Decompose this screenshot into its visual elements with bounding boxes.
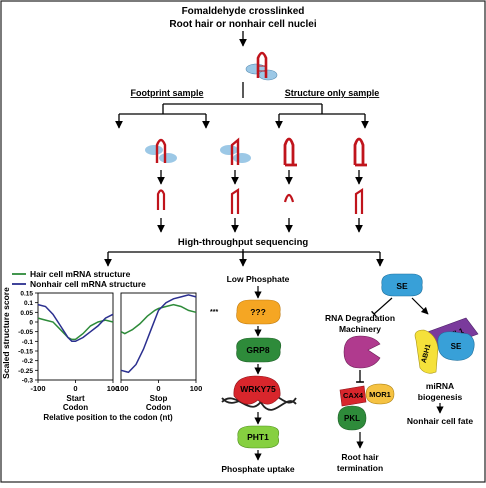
se-shape-complex — [437, 331, 475, 361]
se-label-top: SE — [396, 281, 408, 291]
structure-rna-icon-1 — [283, 137, 297, 167]
series-line — [37, 303, 114, 343]
cell-fate-label: Nonhair cell fate — [407, 416, 473, 426]
unknown-factor-shape — [236, 299, 281, 325]
y-tick-label: -0.05 — [18, 329, 33, 336]
abh1-shape — [414, 329, 439, 374]
y-tick-label: 0.15 — [20, 291, 33, 298]
y-tick-label: 0.1 — [24, 300, 33, 307]
se-shape-top — [381, 273, 423, 297]
grp8-shape — [236, 337, 282, 363]
phosphate-uptake-label: Phosphate uptake — [221, 464, 294, 474]
series-line — [120, 294, 197, 374]
pht1-label: PHT1 — [247, 432, 269, 442]
series-line — [120, 303, 197, 335]
y-tick-label: 0.05 — [20, 310, 33, 317]
low-phosphate-label: Low Phosphate — [227, 274, 290, 284]
unknown-factor-label: ??? — [250, 307, 266, 317]
hts-fanout — [104, 249, 384, 267]
rna-fragments — [156, 187, 364, 214]
abh1-label: ABH1 — [421, 343, 433, 363]
x-tick-label: -100 — [113, 384, 128, 393]
pkl-label: PKL — [344, 414, 360, 423]
grp8-label: GRP8 — [246, 345, 269, 355]
chart-xlabel: Relative position to the codon (nt) — [43, 413, 173, 422]
mirna-line1: miRNA — [426, 381, 454, 391]
column-arrows-1 — [157, 170, 363, 185]
wrky75-label: WRKY75 — [240, 384, 276, 394]
structure-score-chart: Hair cell mRNA structure Nonhair cell mR… — [1, 269, 218, 422]
cax4-label: CAX4 — [343, 391, 364, 400]
x-tick-label: -100 — [30, 384, 45, 393]
chart-series — [37, 294, 197, 374]
branch-tree — [115, 103, 369, 129]
y-tick-label: -0.2 — [22, 358, 34, 365]
se-inhibit-arrow — [371, 297, 393, 318]
se-label-complex: SE — [451, 342, 462, 351]
y-tick-label: -0.25 — [18, 368, 33, 375]
legend-label-nonhair: Nonhair cell mRNA structure — [30, 279, 146, 289]
y-tick-label: 0 — [29, 320, 33, 327]
pkl-shape — [337, 405, 367, 431]
header-line2: Root hair or nonhair cell nuclei — [169, 19, 316, 30]
x-tick-label: 100 — [190, 384, 203, 393]
x-tick-label: 100 — [107, 384, 120, 393]
degradation-machinery-shape — [343, 335, 381, 369]
degradation-line1: RNA Degradation — [325, 313, 395, 323]
panel-label-line2: Codon — [63, 403, 88, 412]
panel-frame — [37, 292, 114, 381]
wrky75-shape — [233, 375, 281, 405]
panel-label-line1: Start — [66, 394, 85, 403]
cax4-shape — [339, 385, 367, 407]
degradation-line2: Machinery — [339, 324, 381, 334]
branch-footprint-label: Footprint sample — [130, 88, 203, 98]
pht1-shape — [237, 425, 280, 449]
column-arrows-2 — [157, 218, 363, 233]
series-line — [37, 317, 114, 341]
x-tick-label: 0 — [156, 384, 160, 393]
panel-frame — [120, 292, 197, 381]
root-hair-line1: Root hair — [341, 452, 379, 462]
structure-rna-icon-2 — [353, 137, 367, 167]
x-tick-label: 0 — [73, 384, 77, 393]
mor1-shape — [365, 383, 395, 405]
mor1-label: MOR1 — [369, 390, 391, 399]
significance-marker: *** — [210, 309, 218, 316]
branch-structure-label: Structure only sample — [285, 88, 380, 98]
dna-strand-2 — [221, 396, 297, 411]
mirna-line2: biogenesis — [418, 392, 463, 402]
legend-label-hair: Hair cell mRNA structure — [30, 269, 131, 279]
footprint-rna-icon-2 — [220, 137, 251, 165]
y-tick-label: -0.15 — [18, 349, 33, 356]
y-tick-label: -0.1 — [22, 339, 34, 346]
se-promote-arrow — [411, 297, 429, 315]
panel-label-line1: Stop — [150, 394, 168, 403]
y-tick-label: -0.3 — [22, 378, 34, 385]
footprint-rna-icon-1 — [145, 138, 177, 163]
phosphate-pathway: Low Phosphate ??? GRP8 WRKY75 PHT1 Phosp… — [221, 274, 297, 474]
y-axis: 0.15 0.1 0.05 0 -0.05 -0.1 -0.15 -0.2 -0.25 -0.3 — [18, 291, 38, 385]
nucleus-rna-icon — [245, 51, 278, 81]
hts-label: High-throughput sequencing — [178, 237, 309, 248]
panel-label-line2: Codon — [146, 403, 171, 412]
root-hair-line2: termination — [337, 463, 383, 473]
chart-ylabel: Scaled structure score — [1, 287, 11, 379]
se-pathway: SE RNA Degradation Machinery CAX4 MOR1 P… — [325, 273, 479, 473]
header-line1: Fomaldehyde crosslinked — [182, 6, 305, 17]
